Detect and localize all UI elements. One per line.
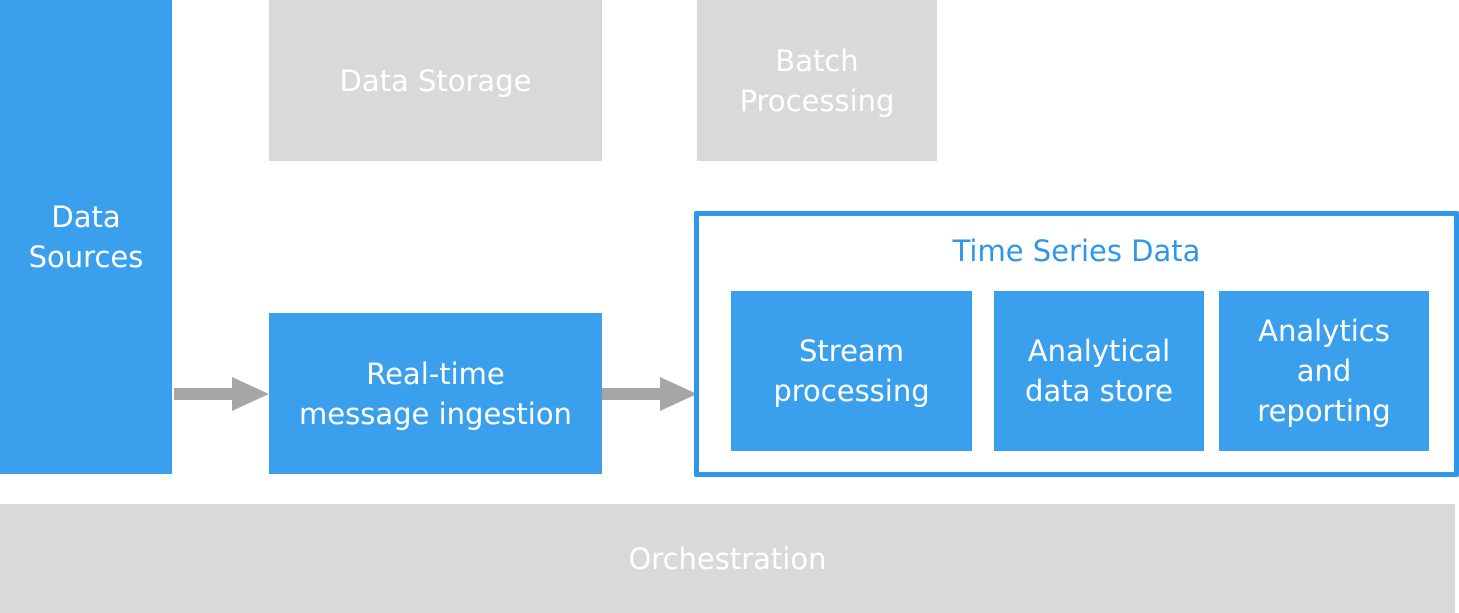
stream-processing-box: Stream processing [731,291,972,451]
analytics-reporting-label: Analytics and reporting [1257,314,1391,428]
time-series-title: Time Series Data [952,234,1201,268]
data-sources-label: Data Sources [28,200,144,274]
batch-processing-label: Batch Processing [739,43,895,118]
data-storage-label: Data Storage [339,63,532,98]
data-sources-box: Data Sources [0,0,172,474]
analytical-data-store-label: Analytical data store [1025,334,1173,408]
realtime-ingestion-box: Real-time message ingestion [269,313,602,474]
batch-processing-box: Batch Processing [697,0,937,161]
orchestration-label: Orchestration [628,541,827,576]
analytics-reporting-box: Analytics and reporting [1219,291,1429,451]
analytical-data-store-box: Analytical data store [994,291,1204,451]
data-storage-box: Data Storage [269,0,602,161]
arrow-ingestion-to-time-series [602,377,697,411]
realtime-ingestion-label: Real-time message ingestion [299,356,572,431]
stream-processing-label: Stream processing [773,334,930,408]
orchestration-box: Orchestration [0,504,1455,613]
arrow-sources-to-ingestion [174,377,269,411]
